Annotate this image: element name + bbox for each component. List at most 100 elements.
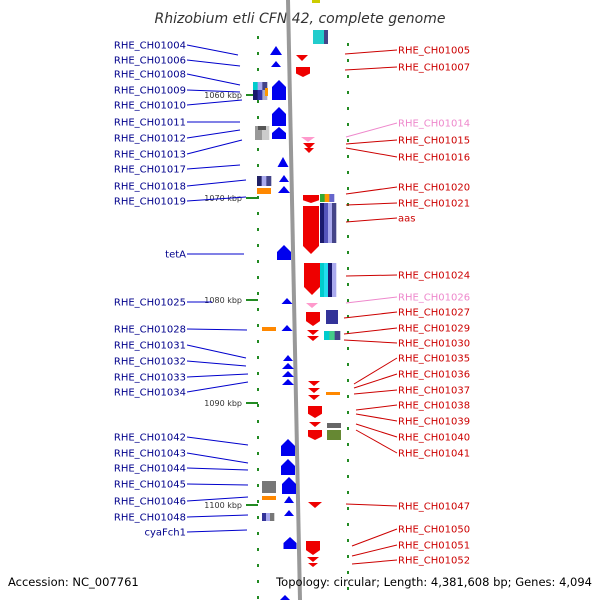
leader-line: [353, 389, 398, 395]
gene-label: RHE_CH01019: [114, 197, 186, 208]
leader-line: [353, 373, 398, 389]
gene-arrow-up: [281, 325, 293, 331]
gene-label: RHE_CH01037: [398, 386, 470, 397]
gene-arrow-down: [306, 312, 320, 326]
gene-arrow-up: [282, 363, 294, 369]
scale-label: 1100 kbp: [204, 501, 242, 510]
leader-line: [186, 496, 249, 502]
gene-label: RHE_CH01010: [114, 101, 186, 112]
tick-mark: [347, 187, 349, 190]
feature-block: [265, 88, 268, 96]
gene-label: RHE_CH01038: [398, 401, 470, 412]
gene-arrow-up: [282, 379, 294, 385]
tick-mark: [257, 596, 259, 599]
feature-block: [262, 126, 270, 140]
tick-mark: [257, 356, 259, 359]
gene-arrow-up: [281, 298, 293, 304]
leader-line: [355, 423, 398, 438]
gene-label: RHE_CH01043: [114, 449, 186, 460]
leader-line: [343, 311, 398, 319]
feature-block: [328, 263, 333, 297]
gene-label: RHE_CH01045: [114, 480, 186, 491]
gene-label: RHE_CH01020: [398, 183, 470, 194]
feature-block: [258, 126, 266, 130]
tick-mark: [347, 427, 349, 430]
gene-label: RHE_CH01024: [398, 271, 470, 282]
gene-label: RHE_CH01042: [114, 433, 186, 444]
genome-summary-text: Topology: circular; Length: 4,381,608 bp…: [275, 575, 592, 589]
tick-mark: [347, 315, 349, 318]
tick-mark: [257, 340, 259, 343]
feature-block: [257, 90, 263, 100]
tick-mark: [257, 116, 259, 119]
tick-mark: [347, 123, 349, 126]
map-title: Rhizobium etli CFN 42, complete genome: [155, 11, 446, 27]
leader-line: [186, 99, 243, 106]
feature-block: [320, 194, 325, 202]
feature-block: [255, 126, 263, 140]
tick-mark: [347, 299, 349, 302]
feature-block: [257, 82, 263, 90]
feature-block: [253, 82, 258, 90]
gene-label: RHE_CH01025: [114, 298, 186, 309]
tick-mark: [257, 404, 259, 407]
gene-label: RHE_CH01032: [114, 357, 186, 368]
leader-line: [186, 44, 239, 56]
gene-label: RHE_CH01029: [398, 324, 470, 335]
leader-line: [345, 147, 398, 158]
gene-label: RHE_CH01021: [398, 199, 470, 210]
gene-arrow-down: [309, 422, 321, 427]
leader-line: [353, 357, 398, 385]
feature-block: [334, 331, 341, 340]
leader-line: [345, 202, 398, 206]
tick-mark: [257, 164, 259, 167]
leader-line: [355, 429, 398, 454]
accession-text: Accession: NC_007761: [8, 575, 139, 589]
leader-lines: [186, 44, 398, 565]
gene-arrow-down: [307, 336, 319, 341]
tick-mark: [347, 539, 349, 542]
leader-line: [351, 544, 398, 557]
gene-label: RHE_CH01036: [398, 370, 470, 381]
gene-label: RHE_CH01012: [114, 134, 186, 145]
leader-line: [345, 503, 398, 507]
gene-arrow-down: [303, 195, 319, 203]
feature-block: [270, 513, 275, 521]
gene-label: RHE_CH01014: [398, 119, 470, 130]
tick-mark: [257, 436, 259, 439]
gene-arrow-up: [272, 80, 286, 100]
scale-label: 1060 kbp: [204, 91, 242, 100]
tick-mark: [347, 139, 349, 142]
gene-arrow-down: [301, 137, 315, 142]
gene-label: RHE_CH01046: [114, 497, 186, 508]
gene-arrow-down: [308, 563, 318, 567]
gene-arrow-down: [306, 303, 318, 308]
tick-mark: [257, 308, 259, 311]
tick-mark: [347, 331, 349, 334]
tick-mark: [257, 532, 259, 535]
gene-arrow-down: [308, 388, 320, 393]
gene-arrow-up: [277, 157, 289, 167]
gene-label: RHE_CH01007: [398, 63, 470, 74]
tick-mark: [347, 91, 349, 94]
tick-mark: [257, 548, 259, 551]
feature-block: [327, 423, 341, 428]
leader-line: [351, 528, 398, 547]
feature-block: [266, 176, 272, 186]
gene-label: RHE_CH01030: [398, 339, 470, 350]
tick-mark: [347, 347, 349, 350]
gene-arrow-up: [281, 459, 295, 475]
gene-label: RHE_CH01044: [114, 464, 186, 475]
leader-line: [186, 328, 248, 331]
tick-mark: [347, 443, 349, 446]
feature-block: [262, 513, 267, 521]
gene-arrow-up: [284, 510, 294, 516]
tick-mark: [347, 571, 349, 574]
leader-line: [345, 217, 398, 223]
feature-block: [324, 331, 330, 340]
gene-arrow-down: [307, 330, 319, 335]
tick-mark: [257, 324, 259, 327]
feature-block: [262, 90, 268, 100]
gene-label: aas: [398, 214, 415, 225]
